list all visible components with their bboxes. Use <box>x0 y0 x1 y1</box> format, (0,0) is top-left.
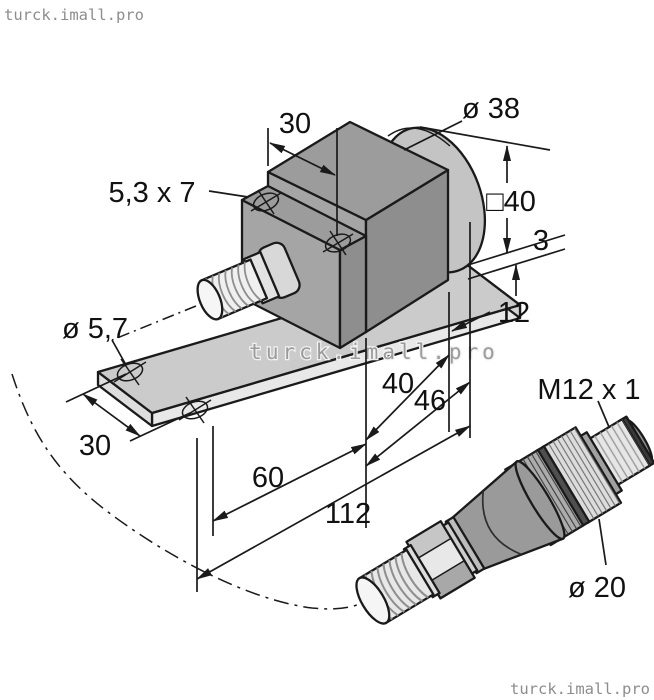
dimension-annotations: 30 5,3 x 7 ø 38 □40 3 12 ø 5,7 30 40 46 … <box>62 93 641 604</box>
dim-top-width-label: 30 <box>279 108 311 140</box>
flange-screw-slot <box>322 230 354 256</box>
watermark-top-left: turck.imall.pro <box>4 6 144 24</box>
connector-cone-back <box>514 460 566 541</box>
cable-dashed-curve <box>11 373 365 610</box>
watermark-center: turck.imall.pro <box>249 340 499 364</box>
sensor-thread-barrel <box>196 241 301 321</box>
dim-112-label: 112 <box>325 498 371 530</box>
flange-screw-slot <box>250 189 282 215</box>
leader-line-disc <box>403 120 463 151</box>
square-size: 40 <box>504 186 536 218</box>
extension-line <box>467 234 566 266</box>
leader-line-m12 <box>597 400 610 428</box>
square-symbol: □ <box>486 186 504 218</box>
connector-m12-thread-ridges <box>586 419 650 487</box>
plate-hole <box>178 396 212 424</box>
dim-connector-diameter-label: ø 20 <box>568 572 626 604</box>
dim-m12-label: M12 x 1 <box>537 374 640 406</box>
connector-knurl-ribs <box>542 427 621 523</box>
barrel-tip-cap <box>196 278 224 321</box>
watermark-bottom-right: turck.imall.pro <box>510 680 650 698</box>
dim-line-hole-spacing <box>82 393 141 437</box>
dim-hole-spacing-label: 30 <box>79 430 111 462</box>
dim-line-top-width <box>269 142 336 176</box>
dim-disc-diameter-label: ø 38 <box>462 93 520 125</box>
extension-line <box>65 373 127 403</box>
leader-line-hole <box>111 339 127 366</box>
leader-line-slot <box>208 190 249 198</box>
m12-connector <box>355 415 654 625</box>
dim-square40-label: □40 <box>486 186 536 218</box>
dim-40-label: 40 <box>382 368 414 400</box>
dim-hole-diameter-label: ø 5,7 <box>62 313 128 345</box>
connector-cone-contour <box>481 490 522 556</box>
leader-line-connector-diameter <box>598 518 607 566</box>
disc-rim-line <box>387 127 451 147</box>
dim-slot-label: 5,3 x 7 <box>108 177 195 209</box>
dim-line-offset12 <box>451 311 491 332</box>
sensor-axis-centerline <box>111 305 197 341</box>
dim-line-112 <box>196 425 471 580</box>
dim-offset12-label: 12 <box>498 297 530 329</box>
dim-46-label: 46 <box>414 385 446 417</box>
dim-thickness-label: 3 <box>533 225 549 257</box>
plate-hole <box>113 358 147 386</box>
dim-60-label: 60 <box>252 462 284 494</box>
